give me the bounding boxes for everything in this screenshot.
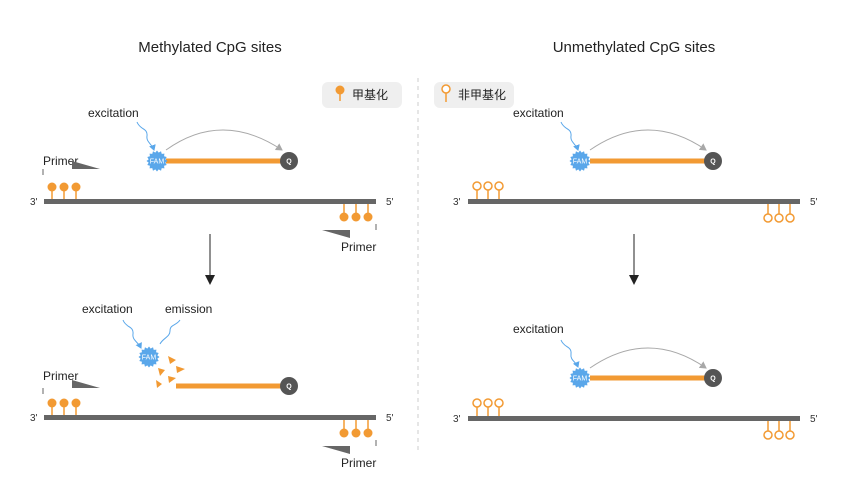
legend-unmethylated-bg — [434, 82, 514, 108]
emission-label: emission — [165, 302, 212, 316]
legend-unmethylated: 非甲基化 — [434, 82, 514, 108]
quencher-icon: Q — [280, 152, 298, 170]
fam-label: FAM — [573, 376, 588, 383]
fret-arrow — [589, 347, 707, 369]
excitation-label: excitation — [88, 106, 139, 120]
unmethylated-lollipop-icon — [441, 84, 451, 94]
methylated-cpg-sites-right — [339, 420, 373, 438]
excitation-label: excitation — [513, 322, 564, 336]
fam-reporter-icon: FAM — [138, 346, 160, 368]
five-prime-end: 5' — [386, 197, 394, 208]
three-prime-end: 3' — [30, 197, 38, 208]
quencher-icon: Q — [280, 377, 298, 395]
fam-reporter-icon: FAM — [569, 150, 591, 172]
fam-label: FAM — [150, 159, 165, 166]
fam-label: FAM — [573, 159, 588, 166]
excitation-arrow — [560, 339, 580, 368]
methylated-lollipop-icon — [335, 85, 345, 95]
reverse-primer-arrow — [322, 230, 376, 238]
unmethylated-cpg-sites-left — [472, 181, 504, 201]
dna-strand — [44, 415, 376, 420]
unmethylated-before-panel: excitation FAM Q 3' 5' — [453, 106, 818, 223]
three-prime-end: 3' — [453, 197, 461, 208]
unmethylated-after-panel: excitation FAM Q 3' 5' — [453, 322, 818, 440]
legend-methylated: 甲基化 — [322, 82, 402, 108]
legend-methylated-label: 甲基化 — [352, 88, 388, 102]
three-prime-end: 3' — [453, 414, 461, 425]
quencher-label: Q — [286, 159, 292, 166]
reverse-primer-label: Primer — [341, 456, 376, 470]
methylated-title: Methylated CpG sites — [138, 39, 281, 56]
dna-strand — [44, 199, 376, 204]
reverse-primer-label: Primer — [341, 240, 376, 254]
unmethylated-cpg-sites-left — [472, 398, 504, 418]
three-prime-end: 3' — [30, 413, 38, 424]
unmethylated-cpg-sites-right — [763, 421, 795, 440]
five-prime-end: 5' — [386, 413, 394, 424]
methylated-after-panel: excitation emission FAM Q Primer 3 — [30, 302, 394, 470]
excitation-label: excitation — [82, 302, 133, 316]
forward-primer-label: Primer — [43, 154, 78, 168]
five-prime-end: 5' — [810, 197, 818, 208]
quencher-label: Q — [710, 376, 716, 383]
unmethylated-title: Unmethylated CpG sites — [553, 39, 716, 56]
forward-primer-arrow — [43, 161, 100, 169]
quencher-icon: Q — [704, 369, 722, 387]
dna-strand — [468, 416, 800, 421]
excitation-arrow — [122, 319, 142, 349]
fam-reporter-icon: FAM — [569, 367, 591, 389]
fluorescence-burst — [156, 356, 185, 388]
fam-label: FAM — [142, 355, 157, 362]
dna-strand — [468, 199, 800, 204]
excitation-label: excitation — [513, 106, 564, 120]
five-prime-end: 5' — [810, 414, 818, 425]
excitation-arrow — [560, 121, 580, 151]
methylated-cpg-sites-left — [47, 398, 81, 417]
forward-primer-arrow — [43, 380, 100, 388]
unmethylated-cpg-sites-right — [763, 204, 795, 223]
fret-arrow — [589, 129, 707, 151]
legend-unmethylated-label: 非甲基化 — [458, 88, 506, 102]
forward-primer-label: Primer — [43, 369, 78, 383]
methylated-before-panel: excitation FAM Q Primer 3' 5' — [30, 106, 394, 254]
quencher-label: Q — [710, 159, 716, 166]
quencher-label: Q — [286, 384, 292, 391]
fam-reporter-icon: FAM — [146, 150, 168, 172]
quencher-icon: Q — [704, 152, 722, 170]
fret-arrow — [165, 129, 283, 151]
emission-wave — [159, 319, 181, 345]
methylated-cpg-sites-right — [339, 204, 373, 222]
methylated-cpg-sites-left — [47, 182, 81, 201]
excitation-arrow — [136, 121, 156, 151]
reverse-primer-arrow — [322, 446, 376, 454]
